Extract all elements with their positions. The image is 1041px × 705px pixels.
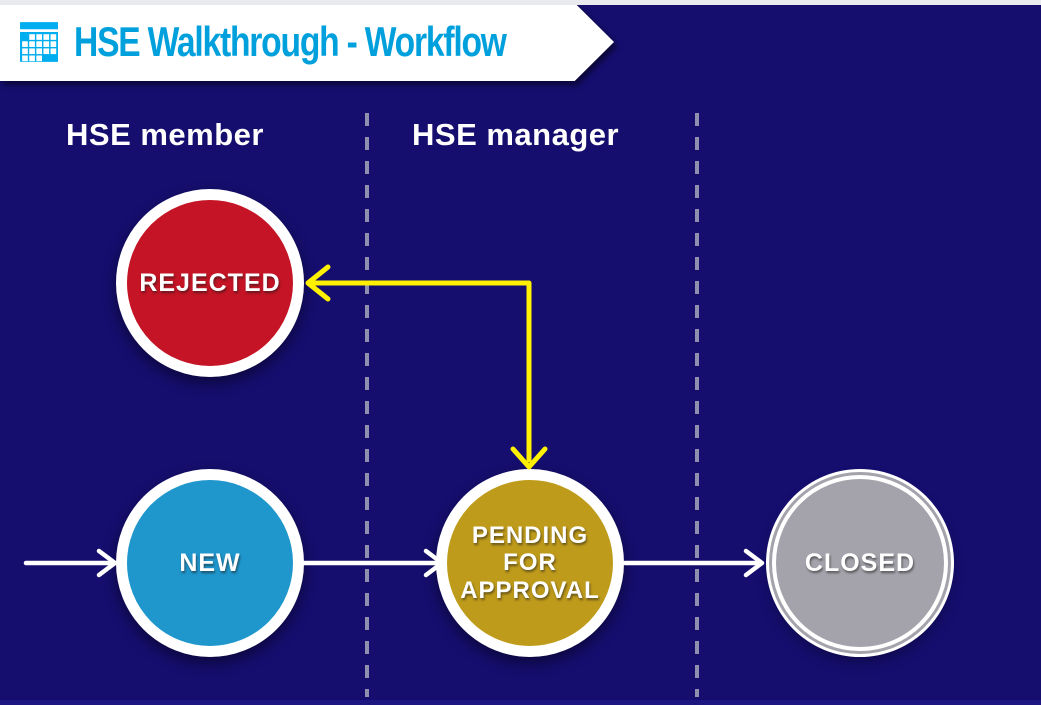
node-closed: CLOSED [772,475,948,651]
node-rejected: REJECTED [116,189,304,377]
flow-arrow-new-to-pending [300,548,445,578]
node-closed-label: CLOSED [804,548,916,577]
header-ribbon: HSE Walkthrough - Workflow [0,3,614,81]
calendar-grid-icon [20,22,59,62]
flow-arrow-start-to-new [23,548,118,578]
page-title: HSE Walkthrough - Workflow [74,18,507,65]
pending-label-line1: PENDING [471,521,589,549]
header-ribbon-shape: HSE Walkthrough - Workflow [0,3,614,81]
bottom-edge-strip [0,700,1041,705]
node-pending-for-approval: PENDING FOR APPROVAL [436,469,624,657]
flow-arrow-pending-to-closed [622,548,765,578]
lane-label-hse-member: HSE member [66,117,264,152]
reject-arrowhead-left [305,264,331,302]
node-new-label: NEW [179,548,241,577]
reject-arrowhead-down [510,446,548,470]
node-rejected-label: REJECTED [139,268,281,297]
pending-label-line3: APPROVAL [460,576,600,604]
pending-label-line2: FOR [503,549,557,577]
top-edge-strip [0,0,1041,5]
reject-return-connector [305,264,548,470]
node-new: NEW [116,469,304,657]
node-pending-for-approval-label: PENDING FOR APPROVAL [460,522,600,605]
lane-label-hse-manager: HSE manager [412,117,620,152]
